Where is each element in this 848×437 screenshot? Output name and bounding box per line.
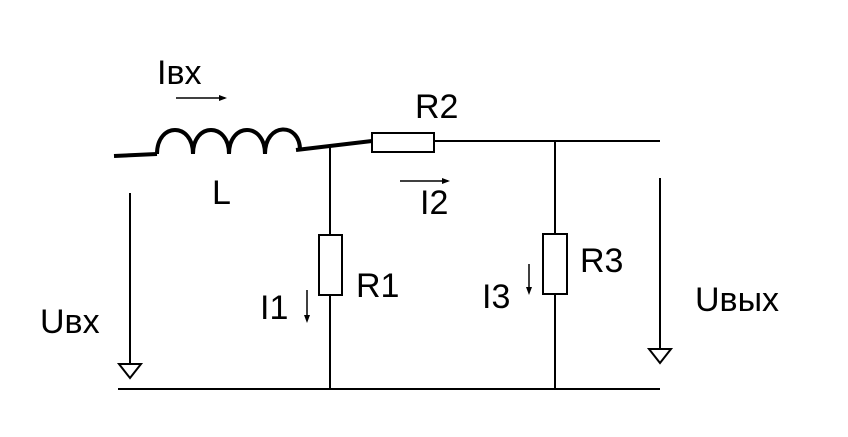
input-lead-wire [113,152,158,158]
resistor-r3 [542,233,568,295]
label-i2: I2 [420,184,448,222]
label-i3: I3 [482,278,510,316]
u-in-arrow-head [116,363,144,380]
label-i1: I1 [260,289,288,327]
i2-arrow-head [442,178,450,184]
wire-inductor-to-r2 [295,139,373,152]
i1-arrow-head [304,315,310,323]
label-r2: R2 [415,88,458,126]
inductor-coil [155,127,302,155]
label-inductor: L [212,174,231,212]
i-in-arrow-head [219,95,227,101]
label-r1: R1 [356,267,399,305]
resistor-r1 [318,234,343,296]
label-u-out: Uвых [695,281,779,319]
i3-arrow-head [526,287,532,295]
label-i-in: Iвх [157,54,202,92]
label-r3: R3 [580,242,623,280]
u-out-arrow-head [646,348,674,365]
label-u-in: Uвх [40,303,100,341]
resistor-r2 [371,132,435,153]
